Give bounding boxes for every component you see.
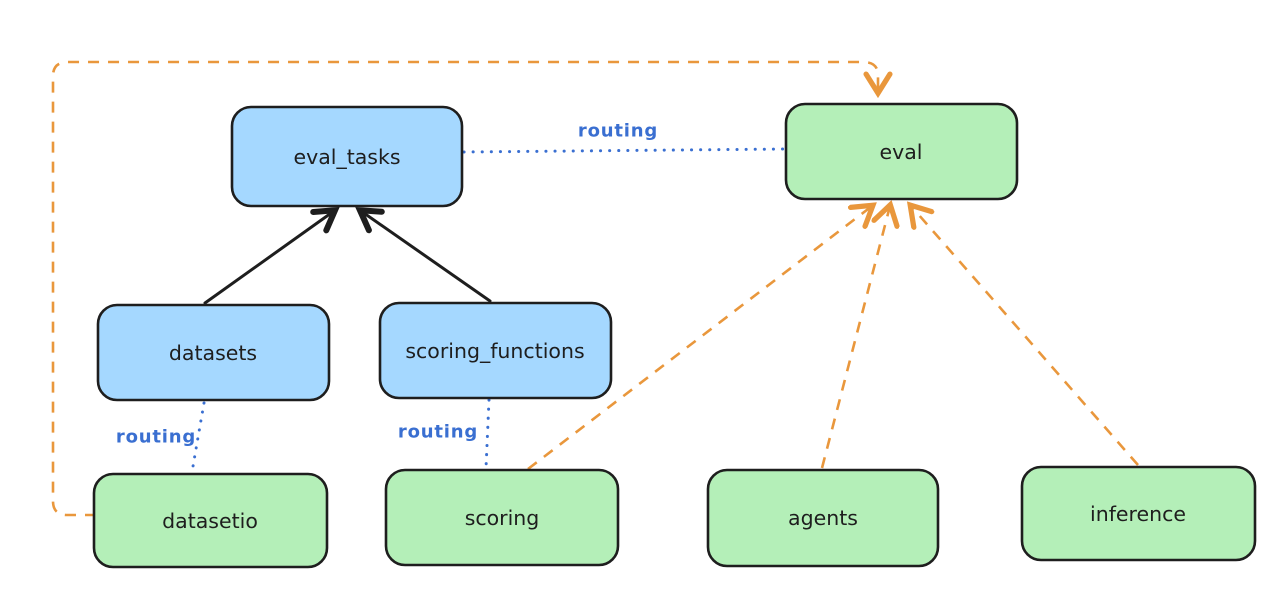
node-agents: agents [706, 468, 940, 568]
node-scoring-functions-box [378, 301, 613, 400]
edge-scoring-to-eval [527, 206, 872, 471]
node-datasets-box [96, 303, 331, 402]
node-scoring-label: scoring [465, 506, 540, 530]
node-eval-tasks-box [230, 105, 464, 208]
node-agents-box [706, 468, 940, 568]
node-eval-label: eval [879, 140, 922, 164]
node-eval-tasks-label: eval_tasks [293, 145, 400, 170]
node-datasetio: datasetio [92, 472, 329, 569]
node-scoring-functions-label: scoring_functions [405, 339, 584, 364]
edge-datasets-to-datasetio [190, 401, 206, 474]
node-scoring-box [384, 468, 620, 567]
node-datasets-label: datasets [169, 341, 257, 365]
edge-datasetio-to-eval [51, 60, 878, 517]
node-scoring: scoring [384, 468, 620, 567]
node-inference-label: inference [1090, 502, 1186, 526]
node-inference: inference [1020, 465, 1257, 562]
edge-label-routing-datasets-datasetio: routing [116, 427, 196, 448]
edge-label-routing-scoringfunctions-scoring: routing [398, 422, 478, 443]
node-inference-box [1020, 465, 1257, 562]
edge-evaltasks-to-eval [462, 147, 788, 154]
node-eval: eval [784, 102, 1019, 201]
node-datasetio-label: datasetio [162, 509, 258, 533]
edge-datasets-to-evaltasks [203, 206, 340, 305]
node-eval-tasks: eval_tasks [230, 105, 464, 208]
node-scoring-functions: scoring_functions [378, 301, 613, 400]
edge-inference-to-eval [911, 206, 1139, 466]
node-agents-label: agents [788, 506, 858, 530]
edge-label-routing-evaltasks-eval: routing [578, 121, 658, 142]
node-datasetio-box [92, 472, 329, 569]
edge-scoringfunctions-to-evaltasks [355, 206, 492, 303]
edge-agents-to-eval [820, 206, 890, 469]
node-eval-box [784, 102, 1019, 201]
node-datasets: datasets [96, 303, 331, 402]
